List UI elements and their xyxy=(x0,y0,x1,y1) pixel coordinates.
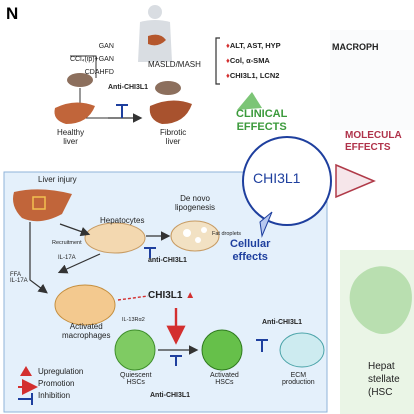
model-item: CDAHFD xyxy=(84,69,114,76)
anti-chi3l1-label-3: Anti-CHI3L1 xyxy=(150,392,191,399)
macrophage-label: MACROPH xyxy=(332,42,379,52)
center-label: CHI3L1 xyxy=(253,170,301,186)
activated-hsc-cells xyxy=(201,329,243,371)
person-head xyxy=(148,5,162,19)
healthy-label: Healthy liver xyxy=(57,128,85,146)
person-liver xyxy=(148,34,166,46)
lipogenesis-cells xyxy=(170,220,220,252)
fibrotic-liver-icon xyxy=(149,100,192,124)
effects-list: ♦ALT, AST, HYP ♦Col, α-SMA ♦CHI3L1, LCN2 xyxy=(226,38,281,83)
model-list: GAN CCl₄(ip)+GAN CDAHFD xyxy=(70,40,114,79)
legend-item: Upregulation xyxy=(38,367,84,376)
recruitment-label: Recruitment xyxy=(52,240,82,246)
lipogenesis-label: De novo lipogenesis xyxy=(175,194,216,212)
injured-liver-icon xyxy=(13,189,72,222)
hsc-side-label: Hepat stellate (HSC xyxy=(368,361,400,398)
legend-upregulation-icon xyxy=(20,366,32,376)
il13-label: IL-13Rα2 xyxy=(122,317,145,323)
legend: Upregulation Promotion Inhibition xyxy=(38,366,83,402)
ffa-label: FFA IL-17A xyxy=(10,272,28,284)
chi3l1-circle xyxy=(242,136,332,226)
ecm-fibers xyxy=(279,332,325,368)
panel-label: N xyxy=(6,4,19,23)
effect-item: ♦CHI3L1, LCN2 xyxy=(226,71,280,80)
model-item: GAN xyxy=(98,43,114,50)
activated-hsc-label: Activated HSCs xyxy=(210,372,239,386)
molecular-arrow xyxy=(335,163,376,199)
effect-item: ♦Col, α-SMA xyxy=(226,56,270,65)
quiescent-hsc-cells xyxy=(114,329,156,371)
macrophages-cells xyxy=(54,284,116,326)
anti-chi3l1-label-1: anti-CHI3L1 xyxy=(148,257,187,264)
ecm-label: ECM production xyxy=(282,372,315,386)
hepatocytes-cells xyxy=(84,222,146,254)
legend-item: Promotion xyxy=(38,379,75,388)
liver-injury-label: Liver injury xyxy=(38,175,77,184)
condition-label: MASLD/MASH xyxy=(148,60,201,69)
mouse-icon xyxy=(67,73,93,87)
legend-item: Inhibition xyxy=(38,391,71,400)
il17-label: IL-17A xyxy=(58,255,76,261)
effect-item: ♦ALT, AST, HYP xyxy=(226,41,281,50)
legend-inhibition-icon xyxy=(18,393,33,405)
macrophages-label: Activated macrophages xyxy=(62,322,111,340)
clinical-arrow xyxy=(237,92,262,110)
chi3l1-label: CHI3L1 ▲ xyxy=(148,290,196,301)
healthy-liver-icon xyxy=(54,102,95,124)
hepatocytes-label: Hepatocytes xyxy=(100,216,145,225)
quiescent-label: Quiescent HSCs xyxy=(120,372,152,386)
anti-chi3l1-label-2: Anti-CHI3L1 xyxy=(262,319,303,326)
cellular-arrow xyxy=(259,211,273,238)
treatment-label: Anti-CHI3L1 xyxy=(108,84,149,91)
fibrotic-label: Fibrotic liver xyxy=(160,128,187,146)
model-item: CCl₄(ip)+GAN xyxy=(70,56,114,63)
cellular-effects-label: Cellular effects xyxy=(230,238,271,263)
molecular-effects-label: MOLECULA EFFECTS xyxy=(345,130,402,153)
hsc-blob xyxy=(349,266,412,335)
fat-droplets-label: Fat droplets xyxy=(212,231,242,237)
macrophage-region xyxy=(330,30,414,130)
mouse-icon-2 xyxy=(155,81,181,95)
clinical-effects-label: CLINICAL EFFECTS xyxy=(236,108,288,133)
